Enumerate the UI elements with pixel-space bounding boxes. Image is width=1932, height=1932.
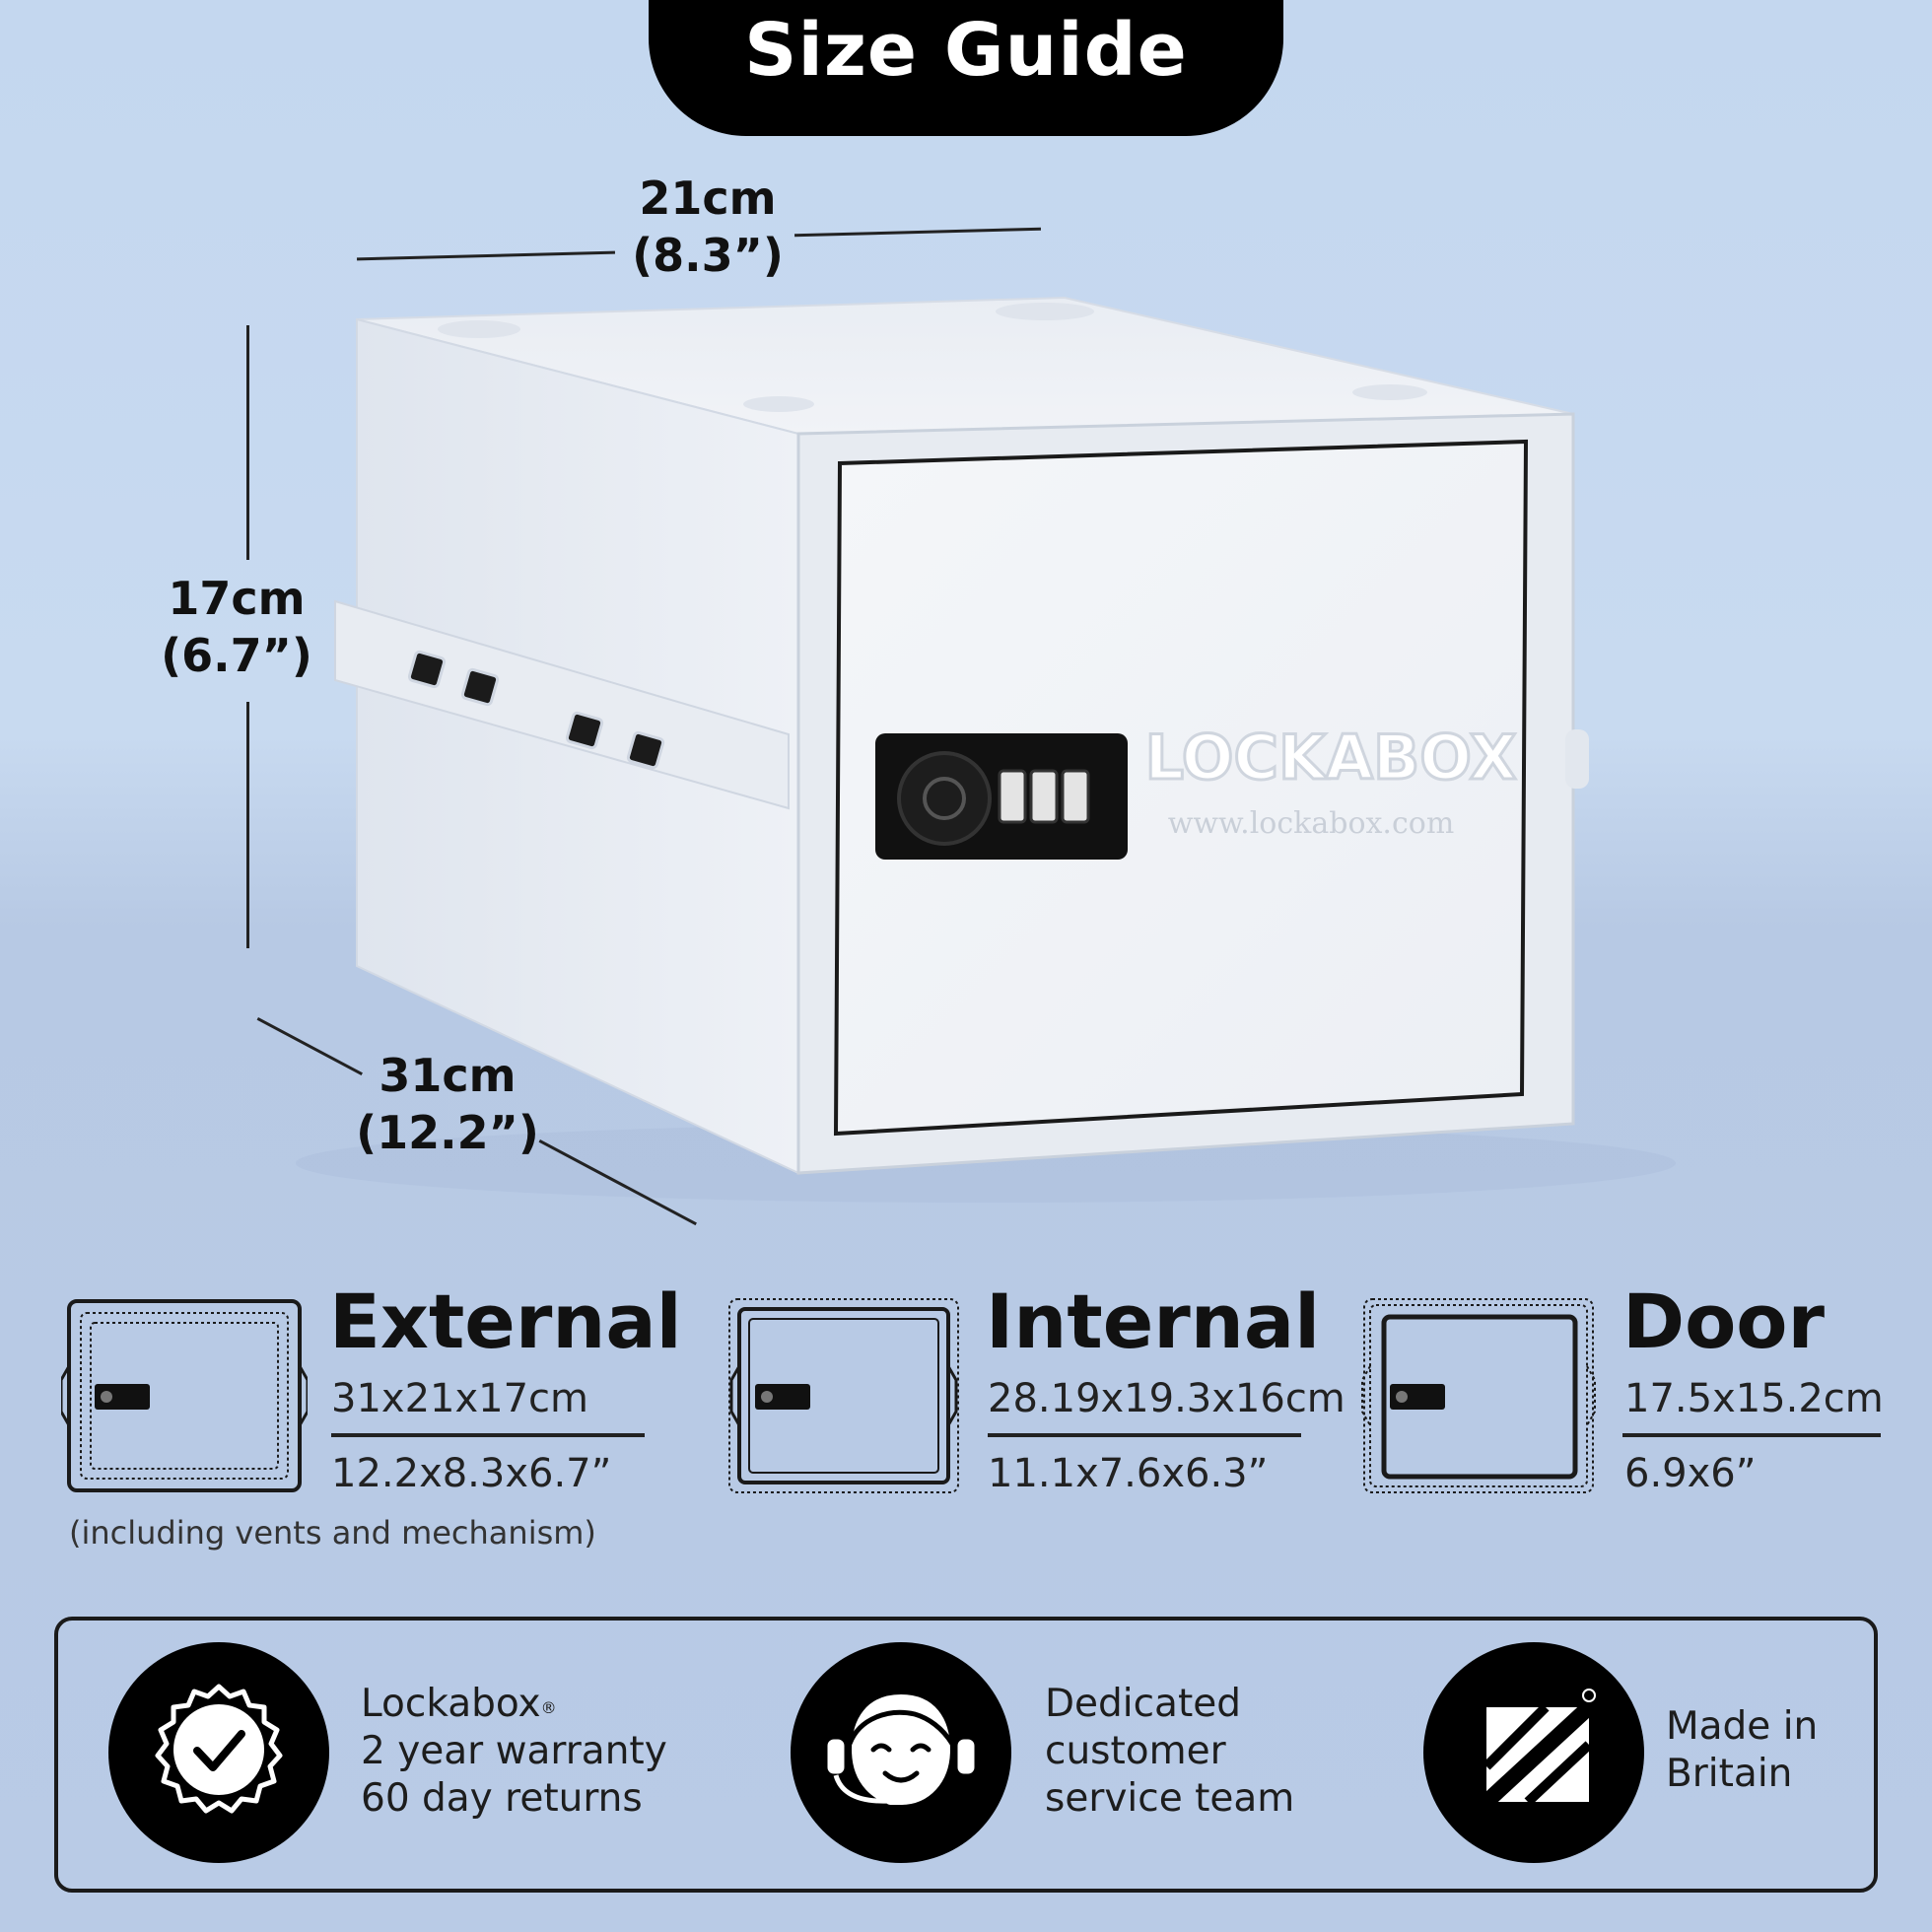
spec-imperial-external: 12.2x8.3x6.7” <box>331 1451 612 1496</box>
spec-note-external: (including vents and mechanism) <box>69 1514 596 1552</box>
feature-britain-line1: Made in <box>1666 1704 1819 1749</box>
feature-service-line1: Dedicated <box>1045 1682 1241 1726</box>
width-imperial: (8.3”) <box>632 229 784 282</box>
features-panel <box>54 1617 1878 1893</box>
product-website: www.lockabox.com <box>1168 806 1455 841</box>
dimension-width: 21cm (8.3”) <box>609 170 806 284</box>
page-title: Size Guide <box>744 8 1188 93</box>
feature-warranty-line2: 2 year warranty <box>361 1729 667 1773</box>
customer-service-icon <box>824 1690 978 1810</box>
made-in-britain-icon <box>1481 1689 1596 1808</box>
feature-service-text: Dedicated customer service team <box>1045 1681 1294 1823</box>
spec-metric-external: 31x21x17cm <box>331 1376 588 1421</box>
external-size-icon <box>61 1299 308 1492</box>
internal-size-icon <box>728 1298 959 1493</box>
feature-service-line2: customer <box>1045 1729 1226 1773</box>
spec-imperial-internal: 11.1x7.6x6.3” <box>988 1451 1269 1496</box>
spec-rule-internal <box>988 1433 1301 1437</box>
depth-imperial: (12.2”) <box>356 1106 539 1159</box>
spec-heading-internal: Internal <box>986 1277 1321 1365</box>
feature-warranty-badge <box>108 1642 329 1863</box>
feature-warranty-line1: Lockabox <box>361 1682 541 1726</box>
width-metric: 21cm <box>639 172 777 225</box>
feature-warranty-text: Lockabox® 2 year warranty 60 day returns <box>361 1682 667 1821</box>
badge-check-icon <box>155 1684 283 1814</box>
depth-metric: 31cm <box>379 1049 517 1102</box>
spec-heading-door: Door <box>1622 1277 1825 1365</box>
product-logo: LOCKABOX <box>1144 722 1516 794</box>
height-metric: 17cm <box>168 572 306 625</box>
spec-heading-external: External <box>329 1277 682 1365</box>
dimension-depth: 31cm (12.2”) <box>349 1047 546 1161</box>
spec-rule-external <box>331 1433 645 1437</box>
spec-metric-internal: 28.19x19.3x16cm <box>988 1376 1346 1421</box>
height-imperial: (6.7”) <box>161 629 312 682</box>
spec-rule-door <box>1622 1433 1881 1437</box>
feature-service-badge <box>791 1642 1011 1863</box>
feature-britain-text: Made in Britain <box>1666 1703 1818 1798</box>
feature-britain-line2: Britain <box>1666 1752 1793 1796</box>
title-banner: Size Guide <box>649 0 1283 136</box>
feature-warranty-line3: 60 day returns <box>361 1776 643 1821</box>
feature-britain-badge <box>1423 1642 1644 1863</box>
lockabox-illustration: LOCKABOX www.lockabox.com <box>296 296 1676 1203</box>
dimension-height: 17cm (6.7”) <box>138 570 335 684</box>
spec-imperial-door: 6.9x6” <box>1624 1451 1757 1496</box>
feature-service-line3: service team <box>1045 1776 1295 1821</box>
door-size-icon <box>1361 1298 1596 1493</box>
spec-metric-door: 17.5x15.2cm <box>1624 1376 1884 1421</box>
